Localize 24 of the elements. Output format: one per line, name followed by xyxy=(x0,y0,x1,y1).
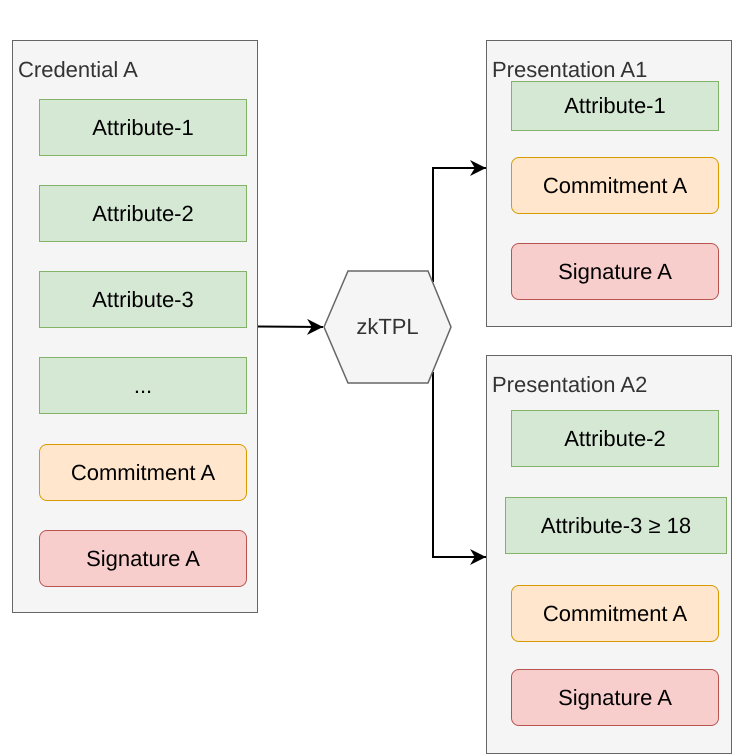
commitment-box: Commitment A xyxy=(39,444,247,501)
panel-title: Presentation A1 xyxy=(492,57,648,83)
commitment-box: Commitment A xyxy=(511,157,719,214)
signature-box: Signature A xyxy=(511,243,719,300)
node-label: zkTPL xyxy=(356,314,419,340)
attribute-box: Attribute-2 xyxy=(511,410,719,467)
attribute-box: Attribute-3 xyxy=(39,271,247,328)
container-panel xyxy=(12,40,258,613)
container-panel xyxy=(486,40,732,327)
arrow xyxy=(258,318,323,335)
arrow xyxy=(432,160,486,282)
commitment-box: Commitment A xyxy=(511,585,719,642)
attribute-box: ... xyxy=(39,357,247,414)
signature-box: Signature A xyxy=(511,669,719,726)
attribute-box: Attribute-3 ≥ 18 xyxy=(505,497,727,554)
hexagon-node xyxy=(323,270,452,384)
panel-title: Credential A xyxy=(18,57,138,83)
signature-box: Signature A xyxy=(39,530,247,587)
arrow xyxy=(432,372,486,565)
attribute-box: Attribute-1 xyxy=(39,99,247,156)
attribute-box: Attribute-2 xyxy=(39,185,247,242)
attribute-box: Attribute-1 xyxy=(511,81,719,131)
container-panel xyxy=(486,355,732,754)
panel-title: Presentation A2 xyxy=(492,372,648,398)
